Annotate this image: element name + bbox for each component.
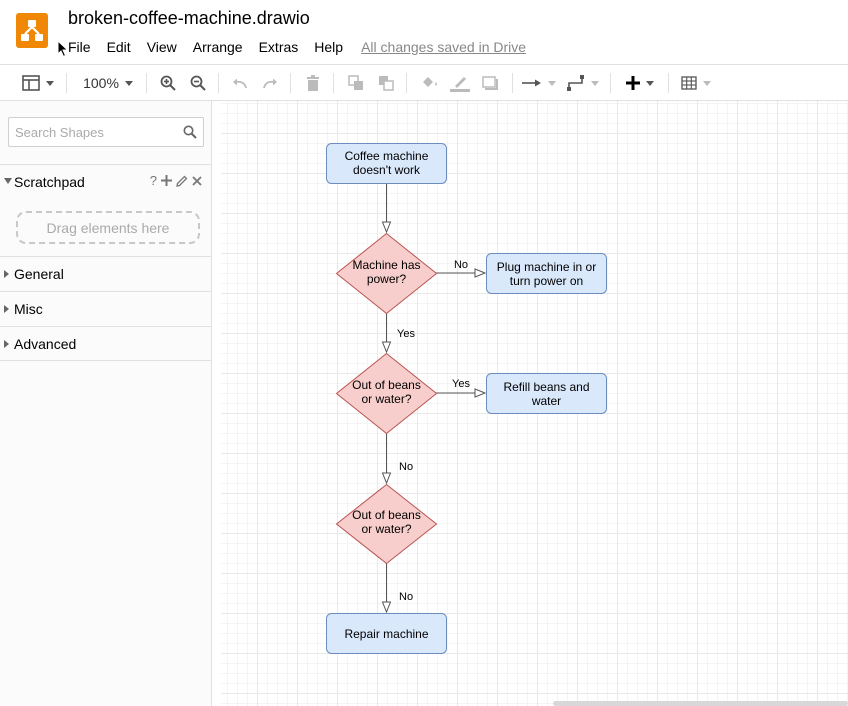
horizontal-scrollbar[interactable] — [553, 701, 848, 706]
shadow-icon — [482, 76, 498, 90]
expanded-arrow-icon — [4, 178, 12, 184]
collapsed-arrow-icon — [4, 340, 9, 348]
menu-view[interactable]: View — [146, 39, 177, 55]
search-icon[interactable] — [183, 125, 197, 139]
zoom-out-button[interactable] — [188, 71, 208, 95]
edge-label-d2-a2: Yes — [452, 378, 470, 390]
shapes-sidebar: Scratchpad ? Drag elements here General … — [0, 101, 212, 706]
node-a2-line2: water — [531, 394, 561, 408]
fill-color-icon — [423, 77, 437, 87]
node-start-line2: doesn't work — [353, 163, 421, 177]
undo-button[interactable] — [230, 71, 250, 95]
menu-bar: File Edit View Arrange Extras Help All c… — [68, 38, 526, 56]
sidebar-section-misc[interactable]: Misc — [0, 291, 212, 326]
sidebar-section-advanced[interactable]: Advanced — [0, 326, 212, 361]
zoom-in-button[interactable] — [158, 71, 178, 95]
sidebar-section-label: General — [14, 266, 64, 282]
diagram-canvas[interactable]: No Yes Yes No No Coffee machine doesn't … — [213, 101, 848, 706]
node-decision-beans-1[interactable]: Out of beans or water? — [335, 352, 438, 435]
undo-icon — [233, 78, 247, 89]
collapsed-arrow-icon — [4, 305, 9, 313]
edge-label-d2-d3: No — [399, 461, 413, 473]
connection-icon — [522, 79, 541, 87]
delete-button[interactable] — [303, 71, 323, 95]
node-plug-in[interactable]: Plug machine in or turn power on — [486, 253, 607, 294]
zoom-select[interactable]: 100% — [80, 71, 136, 95]
node-a1-line2: turn power on — [510, 274, 583, 288]
node-repair[interactable]: Repair machine — [326, 613, 447, 654]
scratchpad-drop-zone[interactable]: Drag elements here — [16, 211, 200, 244]
zoom-level: 100% — [83, 75, 119, 91]
sidebar-section-general[interactable]: General — [0, 256, 212, 291]
node-start-line1: Coffee machine — [345, 149, 429, 163]
menu-edit[interactable]: Edit — [106, 39, 131, 55]
node-d3-line1: Out of beans — [352, 508, 421, 522]
node-decision-power[interactable]: Machine has power? — [335, 232, 438, 315]
to-back-icon — [379, 76, 394, 91]
to-front-icon — [348, 75, 363, 90]
edit-pencil-icon[interactable] — [176, 175, 188, 187]
search-box — [8, 117, 204, 147]
node-refill[interactable]: Refill beans and water — [486, 373, 607, 414]
shadow-button[interactable] — [480, 71, 500, 95]
menu-help[interactable]: Help — [314, 39, 344, 55]
node-d2-line2: or water? — [361, 392, 411, 406]
drawio-logo — [16, 13, 48, 48]
node-decision-beans-2[interactable]: Out of beans or water? — [335, 483, 438, 565]
collapsed-arrow-icon — [4, 270, 9, 278]
delete-icon — [307, 75, 319, 91]
table-icon — [681, 76, 697, 90]
line-color-button[interactable] — [449, 71, 471, 95]
line-color-icon — [450, 77, 470, 92]
sidebar-section-label: Misc — [14, 301, 43, 317]
edge-label-d3-end: No — [399, 591, 413, 603]
node-start[interactable]: Coffee machine doesn't work — [326, 143, 447, 184]
insert-button[interactable] — [622, 71, 658, 95]
zoom-out-icon — [190, 75, 206, 91]
sidebar-section-label: Scratchpad — [14, 174, 85, 190]
node-d1-line1: Machine has — [352, 258, 420, 272]
flowchart-diagram: No Yes Yes No No Coffee machine doesn't … — [326, 143, 607, 654]
edge-label-d1-d2: Yes — [397, 328, 415, 340]
mouse-cursor-icon — [57, 40, 69, 58]
to-front-button[interactable] — [346, 71, 366, 95]
node-a1-line1: Plug machine in or — [497, 260, 596, 274]
sidebar-section-scratchpad[interactable]: Scratchpad ? — [0, 164, 212, 199]
redo-button[interactable] — [260, 71, 280, 95]
waypoints-button[interactable] — [566, 71, 600, 95]
insert-icon — [626, 76, 640, 90]
fill-color-button[interactable] — [419, 71, 439, 95]
node-d2-line1: Out of beans — [352, 378, 421, 392]
toolbar: 100% — [0, 64, 848, 101]
menu-extras[interactable]: Extras — [258, 39, 299, 55]
format-panel-icon — [22, 75, 40, 91]
zoom-in-icon — [160, 75, 176, 91]
sidebar-section-label: Advanced — [14, 336, 77, 352]
scratchpad-tools: ? — [150, 173, 202, 188]
menu-arrange[interactable]: Arrange — [192, 39, 243, 55]
to-back-button[interactable] — [376, 71, 396, 95]
node-end-line1: Repair machine — [344, 627, 428, 641]
search-shapes-input[interactable] — [9, 118, 179, 146]
save-status-link[interactable]: All changes saved in Drive — [361, 39, 527, 55]
node-d1-line2: power? — [367, 272, 407, 286]
node-a2-line1: Refill beans and — [503, 380, 589, 394]
close-icon[interactable] — [192, 175, 202, 186]
add-icon[interactable] — [161, 175, 172, 186]
title-bar: broken-coffee-machine.drawio File Edit V… — [0, 0, 848, 64]
document-title[interactable]: broken-coffee-machine.drawio — [68, 8, 310, 28]
format-panel-button[interactable] — [20, 71, 56, 95]
node-d3-line2: or water? — [361, 522, 411, 536]
edge-label-d1-a1: No — [454, 259, 468, 271]
redo-icon — [263, 78, 277, 89]
connection-style-button[interactable] — [522, 71, 556, 95]
help-icon[interactable]: ? — [149, 173, 157, 188]
menu-file[interactable]: File — [68, 39, 91, 55]
table-button[interactable] — [678, 71, 714, 95]
waypoints-icon — [567, 75, 584, 91]
